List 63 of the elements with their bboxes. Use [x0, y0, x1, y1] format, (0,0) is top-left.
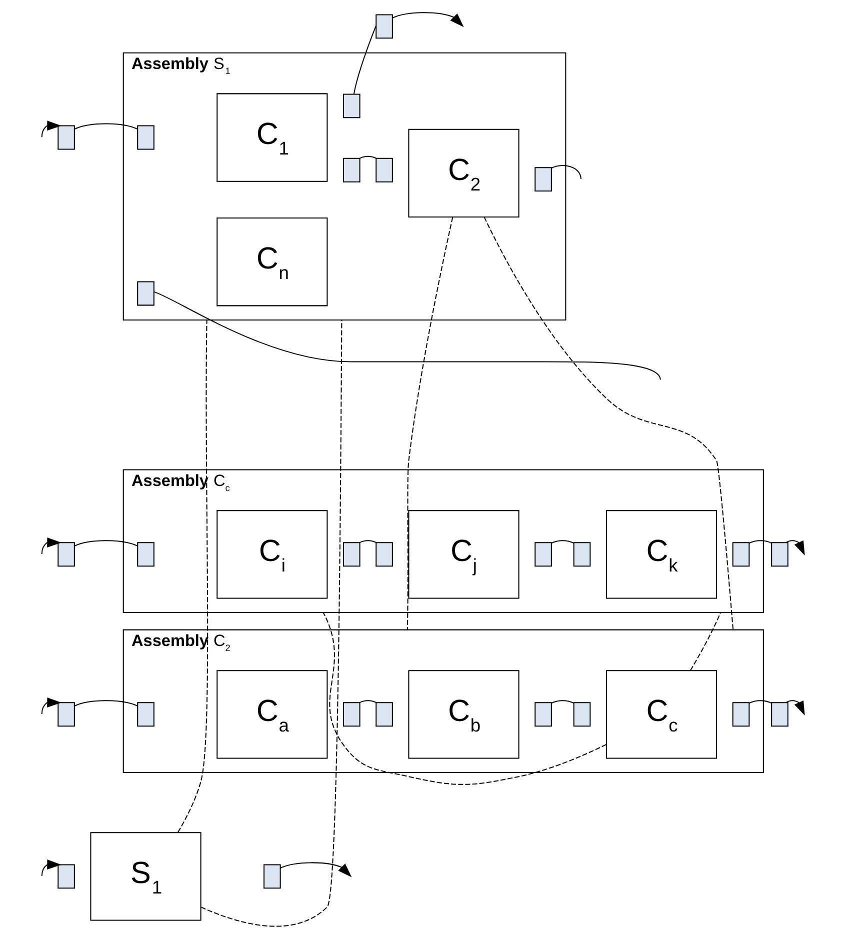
node-box: C$_{1}$	[216, 93, 328, 182]
node-box	[375, 14, 392, 39]
connector	[74, 123, 138, 130]
node-box	[136, 125, 154, 150]
connector	[352, 25, 376, 94]
node-box	[572, 542, 590, 567]
node-box: C$_{n}$	[216, 218, 328, 306]
node-box	[342, 542, 360, 567]
connector	[406, 217, 453, 630]
connector	[359, 700, 376, 704]
node-box	[342, 702, 360, 727]
node-box	[57, 542, 74, 567]
node-box	[534, 542, 552, 567]
connector	[689, 612, 720, 671]
node-box	[534, 702, 552, 727]
node-box	[572, 702, 590, 727]
connector	[74, 700, 138, 706]
connector	[200, 320, 342, 927]
arrow	[40, 120, 61, 138]
node-box	[375, 542, 392, 567]
arrow	[785, 540, 804, 556]
arrow	[40, 860, 61, 876]
node-box	[136, 542, 154, 567]
node-box	[770, 702, 788, 727]
node-box: C$_{i}$	[216, 510, 328, 599]
connector	[177, 320, 208, 832]
connector	[322, 612, 606, 785]
connector	[551, 700, 574, 704]
node-box	[57, 125, 74, 150]
arrow	[40, 537, 61, 554]
node-box: C$_{2}$	[408, 128, 519, 218]
node-box: C$_{j}$	[408, 510, 519, 599]
node-box	[770, 542, 788, 567]
node-box	[263, 864, 280, 889]
connector	[359, 540, 376, 544]
node-box: S$_{1}$	[90, 832, 201, 921]
arrow	[40, 697, 61, 714]
node-box: C$_{a}$	[216, 670, 328, 759]
arrow	[785, 700, 804, 716]
connector	[551, 165, 581, 180]
node-box	[375, 702, 392, 727]
arrow	[280, 862, 352, 878]
connector	[551, 540, 574, 544]
connector	[153, 291, 660, 380]
connector	[483, 216, 734, 630]
node-box: C$_{c}$	[605, 670, 717, 759]
connector	[74, 540, 138, 546]
arrow	[392, 12, 464, 28]
node-box	[57, 864, 74, 889]
node-box	[342, 94, 360, 118]
node-box	[732, 542, 750, 567]
node-box: C$_{b}$	[408, 670, 519, 759]
node-box	[534, 167, 552, 192]
node-box	[732, 702, 750, 727]
node-box	[57, 702, 74, 727]
node-box	[136, 702, 154, 727]
node-box	[375, 158, 392, 182]
node-box	[136, 281, 154, 306]
connector	[359, 156, 376, 159]
connector	[748, 540, 772, 544]
node-box: C$_{k}$	[605, 510, 717, 599]
node-box	[342, 158, 360, 182]
connector	[748, 700, 772, 704]
